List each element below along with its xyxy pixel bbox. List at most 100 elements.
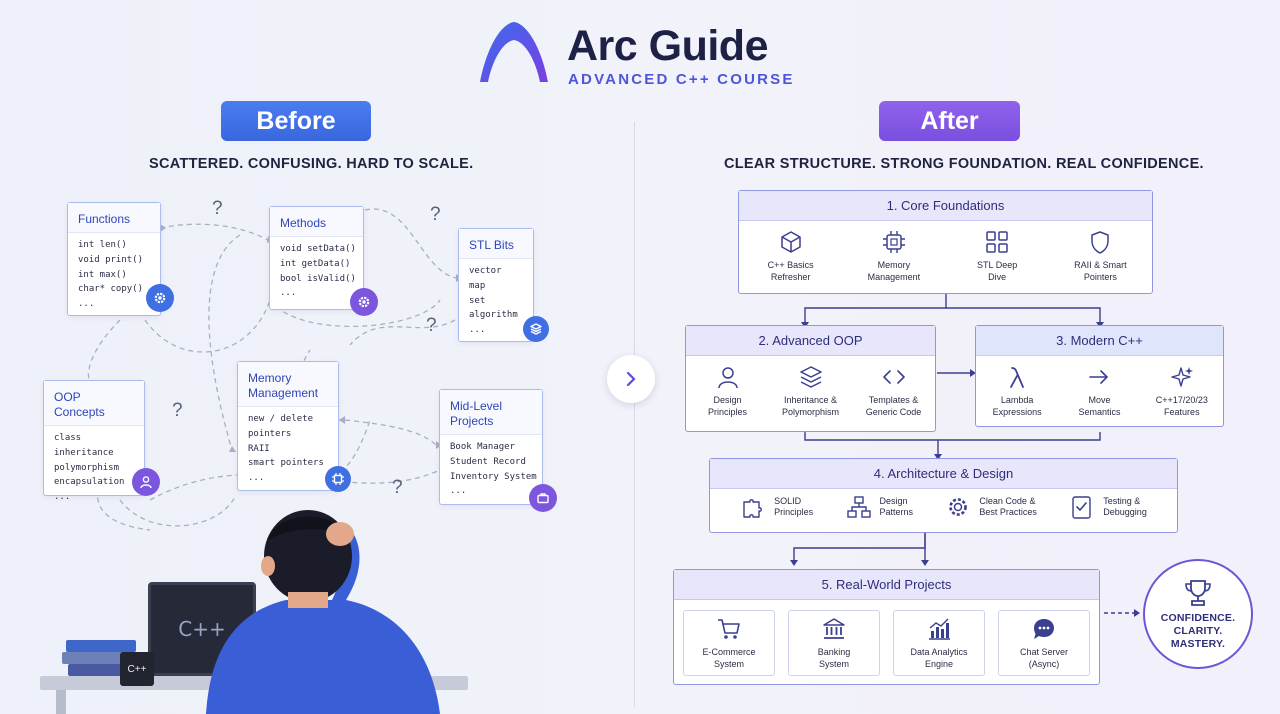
app-title: Arc Guide	[567, 22, 769, 70]
code-line: int max()	[78, 269, 127, 280]
card-memory-management: Memory Management new / delete pointers …	[237, 361, 339, 491]
grid-icon	[986, 231, 1008, 253]
lambda-icon	[1010, 367, 1025, 388]
arc-logo-icon	[480, 22, 548, 82]
code-line: set	[469, 295, 486, 306]
confused-person-illustration	[206, 510, 440, 714]
card-title: Functions	[68, 203, 160, 233]
code-line: char* copy()	[78, 284, 144, 295]
code-line: void setData()	[280, 244, 356, 254]
gear-icon	[949, 498, 968, 516]
item-label: Lambda Expressions	[992, 395, 1042, 417]
item-label: Design Principles	[707, 395, 747, 417]
item-label: E-Commerce System	[702, 647, 756, 669]
code-line: inheritance	[54, 447, 114, 458]
after-label: After	[879, 101, 1020, 141]
puzzle-icon	[743, 499, 763, 518]
center-divider	[634, 122, 635, 707]
item-label: C++ Basics Refresher	[767, 260, 814, 282]
item-label: Banking System	[817, 647, 851, 669]
code-line: RAII	[248, 443, 270, 454]
card-stl-bits: STL Bits vector map set algorithm ...	[458, 228, 534, 342]
code-line: class	[54, 433, 82, 443]
question-mark: ?	[172, 400, 183, 421]
question-mark: ?	[392, 477, 403, 498]
mug: C++	[120, 652, 154, 686]
item-label: Testing & Debugging	[1103, 495, 1147, 518]
stage-real-world-projects: 5. Real-World Projects E-Commerce System…	[673, 569, 1100, 685]
question-mark: ?	[426, 315, 437, 336]
code-line: Inventory System	[450, 471, 537, 482]
project-card: Data Analytics Engine	[893, 610, 985, 676]
before-tagline: SCATTERED. CONFUSING. HARD TO SCALE.	[149, 156, 474, 172]
cube-icon	[780, 231, 801, 253]
trophy-icon	[1185, 579, 1211, 606]
code-line: vector	[469, 266, 502, 276]
stage-title: 2. Advanced OOP	[686, 326, 935, 356]
user-icon	[717, 367, 738, 389]
hierarchy-icon	[846, 496, 871, 518]
gear-icon	[350, 288, 378, 316]
code-line: algorithm	[469, 310, 518, 321]
item-label: Chat Server (Async)	[1019, 647, 1069, 669]
stage-title: 3. Modern C++	[976, 326, 1223, 356]
cart-icon	[718, 619, 740, 639]
project-card: Banking System	[788, 610, 880, 676]
code-line: ...	[469, 325, 486, 336]
item-label: Memory Management	[867, 260, 921, 282]
question-mark: ?	[430, 204, 441, 225]
book-stack	[66, 640, 136, 652]
code-line: bool isValid()	[280, 273, 356, 284]
stage-title: 4. Architecture & Design	[710, 459, 1177, 489]
roadmap-connectors	[790, 294, 1140, 617]
item-label: Inheritance & Polymorphism	[781, 395, 839, 417]
code-line: polymorphism	[54, 462, 120, 473]
user-icon	[132, 468, 160, 496]
card-title: Memory Management	[238, 362, 338, 407]
code-line: map	[469, 280, 486, 291]
shield-icon	[1091, 231, 1110, 254]
code-line: ...	[54, 492, 71, 503]
item-label: STL Deep Dive	[977, 260, 1018, 282]
before-label: Before	[221, 101, 371, 141]
item-label: Move Semantics	[1078, 395, 1121, 417]
card-title: STL Bits	[459, 229, 533, 259]
code-line: encapsulation	[54, 477, 125, 488]
code-line: int getData()	[280, 258, 351, 269]
code-line: ...	[248, 473, 265, 484]
after-tagline: CLEAR STRUCTURE. STRONG FOUNDATION. REAL…	[724, 156, 1204, 172]
code-line: pointers	[248, 428, 292, 439]
laptop-screen-text: C++	[178, 617, 226, 641]
code-line: ...	[450, 486, 467, 497]
stage-modern-cpp: 3. Modern C++ Lambda Expressions Move Se…	[975, 325, 1224, 427]
desk-leg	[56, 690, 66, 714]
next-arrow-button[interactable]	[607, 355, 655, 403]
item-label: Design Patterns	[879, 495, 914, 518]
mug-text: C++	[127, 663, 147, 675]
card-functions: Functions int len() void print() int max…	[67, 202, 161, 316]
code-line: new / delete	[248, 414, 314, 424]
bank-icon	[823, 618, 845, 639]
chevron-right-icon	[626, 371, 636, 387]
stage-architecture-design: 4. Architecture & Design SOLID Principle…	[709, 458, 1178, 533]
stage-core-foundations: 1. Core Foundations C++ Basics Refresher…	[738, 190, 1153, 294]
card-title: Methods	[270, 207, 363, 237]
checklist-icon	[1072, 496, 1091, 519]
item-label: SOLID Principles	[774, 495, 814, 518]
project-card: E-Commerce System	[683, 610, 775, 676]
code-line: int len()	[78, 240, 127, 250]
stage-advanced-oop: 2. Advanced OOP Design Principles Inheri…	[685, 325, 936, 432]
code-line: void print()	[78, 254, 144, 265]
item-label: Clean Code & Best Practices	[979, 495, 1037, 518]
briefcase-icon	[529, 484, 557, 512]
chip-icon	[325, 466, 351, 492]
code-icon	[882, 370, 905, 384]
item-label: Data Analytics Engine	[910, 647, 968, 669]
stage-title: 1. Core Foundations	[739, 191, 1152, 221]
chip-icon	[882, 231, 905, 253]
stage-title: 5. Real-World Projects	[674, 570, 1099, 600]
code-line: Book Manager	[450, 442, 516, 452]
card-methods: Methods void setData() int getData() boo…	[269, 206, 364, 310]
layers-icon	[523, 316, 549, 342]
project-card: Chat Server (Async)	[998, 610, 1090, 676]
